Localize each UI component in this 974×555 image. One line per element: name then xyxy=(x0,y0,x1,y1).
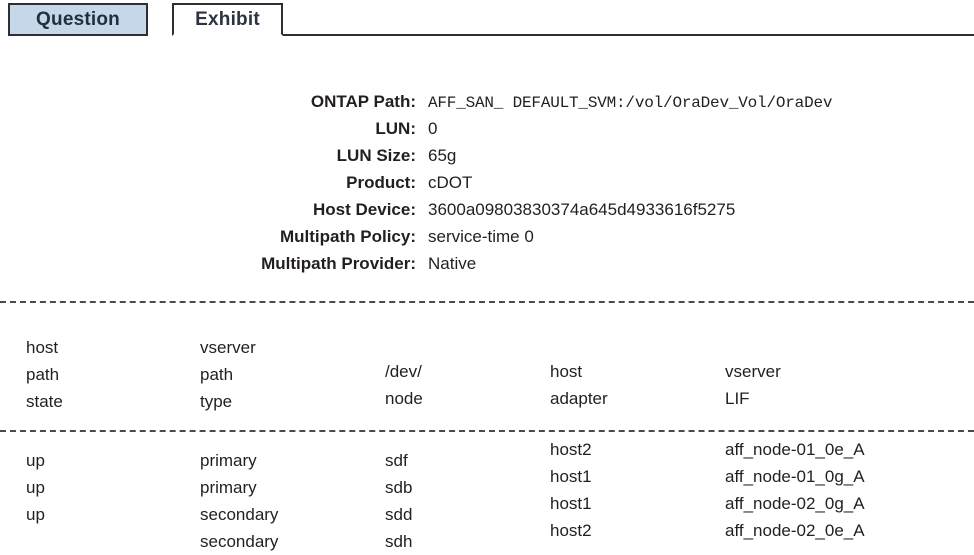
table-row: sdb xyxy=(385,478,413,497)
detail-value-multipath-provider: Native xyxy=(428,254,477,273)
path-table-column-adapter: host2 host1 host1 host2 xyxy=(550,436,592,544)
table-row: host2 xyxy=(550,440,592,459)
path-table-header-lif: vserver LIF xyxy=(725,358,781,412)
detail-row-multipath-provider: Multipath Provider: Native xyxy=(0,254,974,281)
table-row: primary xyxy=(200,478,257,497)
path-table-header-type-line2: path xyxy=(200,365,234,384)
lun-details-block: ONTAP Path: AFF_SAN_ DEFAULT_SVM:/vol/Or… xyxy=(0,92,974,281)
table-row: sdh xyxy=(385,532,413,551)
tab-strip: Question Exhibit xyxy=(0,0,974,40)
path-table-column-node: sdf sdb sdd sdh xyxy=(385,447,412,555)
table-row: secondary xyxy=(200,532,279,551)
table-row: aff_node-01_0e_A xyxy=(725,440,865,459)
path-table-header-type-line3: type xyxy=(200,392,233,411)
table-row: host2 xyxy=(550,521,592,540)
tab-question[interactable]: Question xyxy=(8,3,148,36)
detail-row-host-device: Host Device: 3600a09803830374a645d493361… xyxy=(0,200,974,227)
table-row: secondary xyxy=(200,505,279,524)
path-table-column-lif: aff_node-01_0e_A aff_node-01_0g_A aff_no… xyxy=(725,436,865,544)
path-table-header-adapter: host adapter xyxy=(550,358,608,412)
tab-exhibit[interactable]: Exhibit xyxy=(172,3,283,36)
detail-label-lun: LUN: xyxy=(375,119,416,138)
table-row: primary xyxy=(200,451,257,470)
path-table-header-adapter-line2: adapter xyxy=(550,389,608,408)
detail-value-multipath-policy: service-time 0 xyxy=(428,227,534,246)
table-row: host1 xyxy=(550,494,592,513)
path-table-header-state-line3: state xyxy=(26,392,63,411)
detail-row-ontap-path: ONTAP Path: AFF_SAN_ DEFAULT_SVM:/vol/Or… xyxy=(0,92,974,119)
table-row: aff_node-02_0e_A xyxy=(725,521,865,540)
table-row xyxy=(26,528,45,555)
tab-question-label: Question xyxy=(36,8,120,30)
path-table-header-adapter-line1: host xyxy=(550,362,583,381)
detail-value-product: cDOT xyxy=(428,173,473,192)
path-table-header-node-line1: /dev/ xyxy=(385,362,422,381)
detail-label-multipath-provider: Multipath Provider: xyxy=(261,254,416,273)
table-row: host1 xyxy=(550,467,592,486)
path-table-header-state-line1: host xyxy=(26,338,59,357)
table-row: up xyxy=(26,505,45,524)
path-table-column-type: primary primary secondary secondary xyxy=(200,447,278,555)
table-row: up xyxy=(26,451,45,470)
table-row: aff_node-01_0g_A xyxy=(725,467,865,486)
detail-label-multipath-policy: Multipath Policy: xyxy=(280,227,416,246)
tab-strip-underline-left xyxy=(0,34,8,36)
detail-row-lun: LUN: 0 xyxy=(0,119,974,146)
detail-value-ontap-path: AFF_SAN_ DEFAULT_SVM:/vol/OraDev_Vol/Ora… xyxy=(428,94,833,112)
table-row: sdd xyxy=(385,505,413,524)
detail-row-multipath-policy: Multipath Policy: service-time 0 xyxy=(0,227,974,254)
detail-value-host-device: 3600a09803830374a645d4933616f5275 xyxy=(428,200,736,219)
detail-row-lun-size: LUN Size: 65g xyxy=(0,146,974,173)
path-table-header-node-line2: node xyxy=(385,389,423,408)
table-row: sdf xyxy=(385,451,408,470)
path-table-header-type: vserver path type xyxy=(200,334,256,415)
tab-strip-underline xyxy=(276,34,974,36)
detail-value-lun: 0 xyxy=(428,119,438,138)
tab-exhibit-label: Exhibit xyxy=(195,8,260,30)
path-table-header-state-line2: path xyxy=(26,365,60,384)
path-table-header-lif-line2: LIF xyxy=(725,389,750,408)
detail-label-ontap-path: ONTAP Path: xyxy=(310,92,416,111)
detail-label-lun-size: LUN Size: xyxy=(336,146,416,165)
path-table-header-state: host path state xyxy=(26,334,63,415)
table-row: up xyxy=(26,478,45,497)
detail-label-product: Product: xyxy=(346,173,416,192)
path-table-header-node: /dev/ node xyxy=(385,358,423,412)
table-row: aff_node-02_0g_A xyxy=(725,494,865,513)
detail-row-product: Product: cDOT xyxy=(0,173,974,200)
divider-above-table-header xyxy=(0,301,974,303)
path-table-header-type-line1: vserver xyxy=(200,338,256,357)
path-table-column-state: up up up xyxy=(26,447,45,555)
detail-label-host-device: Host Device: xyxy=(313,200,416,219)
detail-value-lun-size: 65g xyxy=(428,146,457,165)
divider-below-table-header xyxy=(0,430,974,432)
path-table-header-lif-line1: vserver xyxy=(725,362,781,381)
